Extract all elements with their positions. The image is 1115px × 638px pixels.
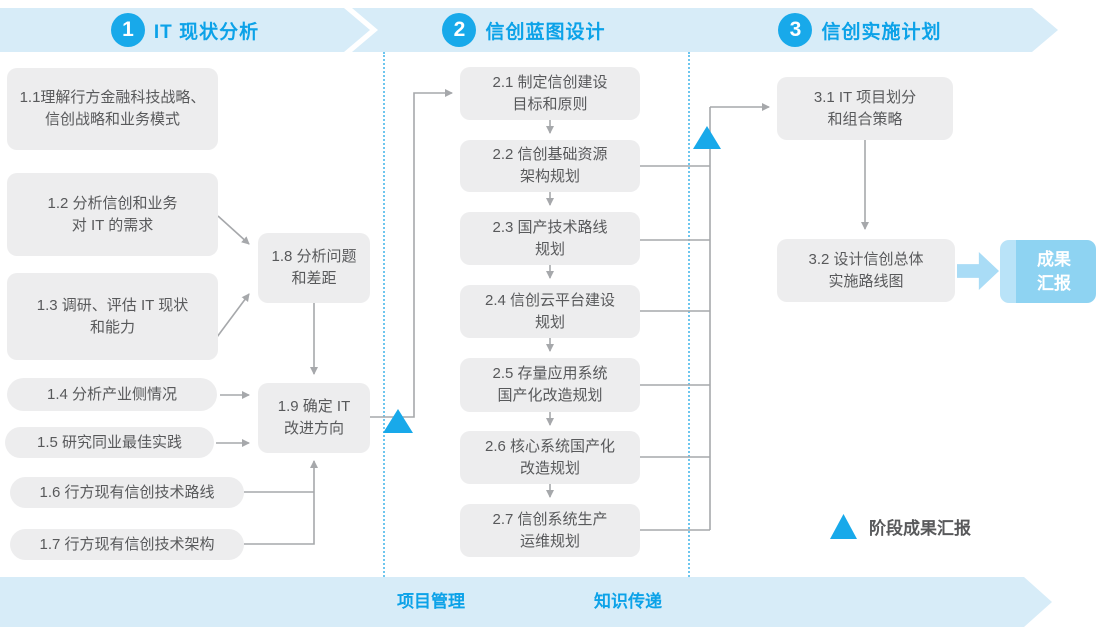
phase-2-label: 信创蓝图设计 [485, 21, 606, 43]
result-arrow-icon [957, 252, 999, 290]
phase-2-banner: 2 信创蓝图设计 [352, 8, 696, 52]
task-2-4: 2.4 信创云平台建设 规划 [460, 285, 640, 338]
task-1-6: 1.6 行方现有信创技术路线 [10, 477, 244, 508]
milestone-triangle-icon [383, 409, 413, 433]
phase-2-badge: 2 [442, 13, 476, 47]
task-2-6: 2.6 核心系统国产化 改造规划 [460, 431, 640, 484]
footer-banner [0, 577, 1052, 627]
task-1-5: 1.5 研究同业最佳实践 [5, 427, 214, 458]
task-1-1: 1.1理解行方金融科技战略、 信创战略和业务模式 [7, 68, 218, 150]
phase-1-badge: 1 [111, 13, 145, 47]
phase-3-banner: 3 信创实施计划 [662, 8, 1058, 52]
task-1-2: 1.2 分析信创和业务 对 IT 的需求 [7, 173, 218, 256]
phase-divider-1 [383, 52, 385, 577]
task-3-1: 3.1 IT 项目划分 和组合策略 [777, 77, 953, 140]
phase-1-label: IT 现状分析 [153, 21, 260, 43]
task-2-7: 2.7 信创系统生产 运维规划 [460, 504, 640, 557]
task-2-2: 2.2 信创基础资源 架构规划 [460, 140, 640, 192]
footer-item-project-management: 项目管理 [397, 592, 465, 611]
task-2-1: 2.1 制定信创建设 目标和原则 [460, 67, 640, 120]
task-1-8: 1.8 分析问题 和差距 [258, 233, 370, 303]
task-1-4: 1.4 分析产业侧情况 [7, 378, 217, 411]
task-3-2: 3.2 设计信创总体 实施路线图 [777, 239, 955, 302]
footer-item-knowledge-transfer: 知识传递 [594, 592, 662, 611]
task-2-3: 2.3 国产技术路线 规划 [460, 212, 640, 265]
task-1-9: 1.9 确定 IT 改进方向 [258, 383, 370, 453]
milestone-triangle-icon [693, 126, 721, 149]
result-report-box: 成果 汇报 [1000, 240, 1096, 303]
phase-3-badge: 3 [778, 13, 812, 47]
legend: 阶段成果汇报 [830, 514, 971, 539]
phase-divider-2 [688, 52, 690, 577]
task-2-5: 2.5 存量应用系统 国产化改造规划 [460, 358, 640, 412]
phase-1-banner: 1 IT 现状分析 [0, 8, 370, 52]
task-1-3: 1.3 调研、评估 IT 现状 和能力 [7, 273, 218, 360]
legend-label: 阶段成果汇报 [869, 519, 971, 538]
phase-3-label: 信创实施计划 [821, 21, 942, 43]
task-1-7: 1.7 行方现有信创技术架构 [10, 529, 244, 560]
milestone-triangle-icon [830, 514, 857, 539]
